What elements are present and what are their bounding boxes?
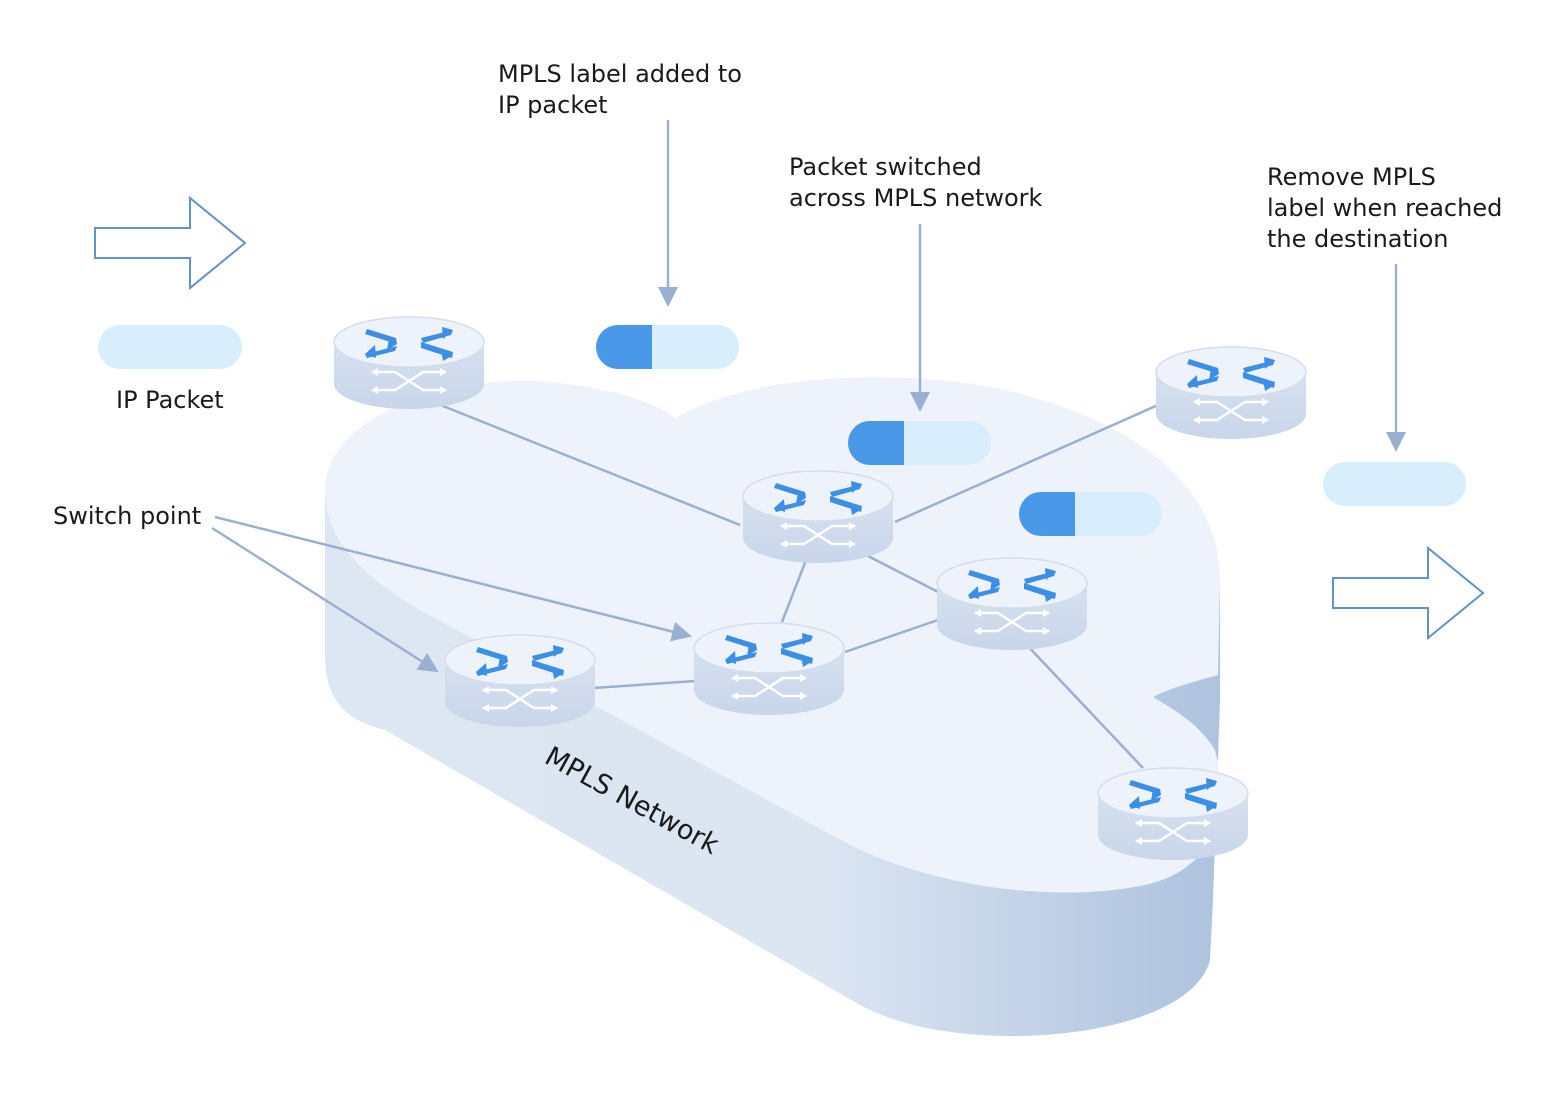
pointer-arrow xyxy=(211,526,439,673)
network-links xyxy=(427,398,1159,769)
annotation-line: label when reached xyxy=(1267,194,1503,222)
hollow-arrow-icon xyxy=(1332,545,1485,641)
link xyxy=(780,554,810,623)
router-icon xyxy=(692,621,846,717)
labeled-packet-icon xyxy=(848,421,991,465)
annotation-line: MPLS label added to xyxy=(498,60,742,88)
router-icon xyxy=(935,556,1089,652)
switch-point-label: Switch point xyxy=(53,502,202,530)
router-icon xyxy=(443,633,597,729)
packet-icon xyxy=(98,325,242,369)
labeled-packet-icon xyxy=(596,325,739,369)
router-icon xyxy=(1154,345,1308,441)
link xyxy=(844,618,939,654)
annotation-line: the destination xyxy=(1267,225,1449,253)
annotation-line: across MPLS network xyxy=(789,184,1043,212)
pointer-arrow xyxy=(214,515,692,642)
link xyxy=(593,679,696,690)
label-added-annotation: MPLS label added to IP packet xyxy=(498,59,742,121)
annotation-line: Remove MPLS xyxy=(1267,163,1436,191)
router-icon xyxy=(741,469,895,565)
annotation-line: IP packet xyxy=(498,91,608,119)
annotation-line: Packet switched xyxy=(789,153,982,181)
router-icon xyxy=(1096,766,1250,862)
labeled-packet-icon xyxy=(1019,492,1162,536)
link xyxy=(894,403,1159,524)
link xyxy=(1023,641,1144,769)
pointer-arrows xyxy=(211,120,1406,673)
ip-packet-label: IP Packet xyxy=(116,386,224,414)
hollow-arrow-icon xyxy=(94,195,247,291)
router-icon xyxy=(332,315,486,411)
link xyxy=(427,398,741,527)
remove-label-annotation: Remove MPLS label when reached the desti… xyxy=(1267,162,1502,255)
link xyxy=(861,551,951,600)
packet-switched-annotation: Packet switched across MPLS network xyxy=(789,152,1042,214)
packet-icon xyxy=(1323,462,1466,506)
